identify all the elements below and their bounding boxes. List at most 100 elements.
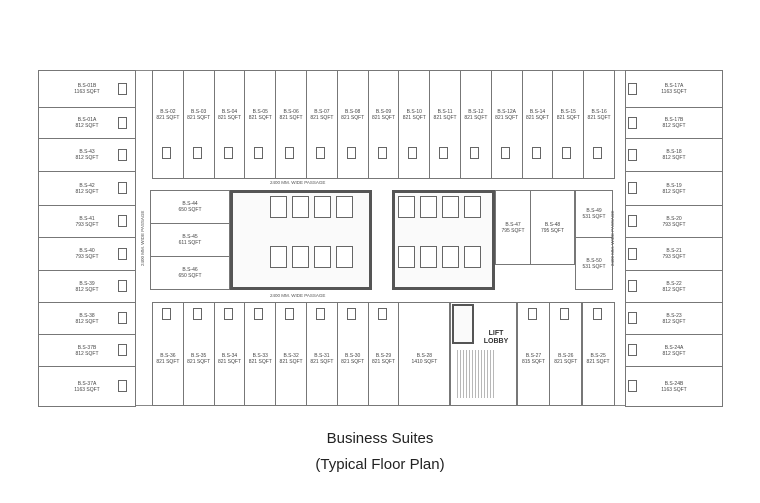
unit-id: B.S-06 [283,109,299,115]
unit-area: 1163 SQFT [74,386,100,393]
staircase [455,350,495,398]
unit-area: 821 SQFT [217,359,242,365]
unit-id: B.S-04 [221,109,238,115]
unit-id: B.S-12A [497,109,516,115]
unit-id: B.S-01A [77,117,97,123]
toilet-icon [628,280,637,292]
unit-area: 812 SQFT [662,350,686,357]
toilet-icon [470,147,479,159]
unit-area: 531 SQFT [582,214,606,220]
unit-area: 812 SQFT [75,350,99,357]
unit-area: 821 SQFT [495,115,519,121]
unit-area: 821 SQFT [279,359,303,365]
unit-area: 812 SQFT [662,188,686,195]
unit-id: B.S-38 [79,312,95,319]
unit-area: 793 SQFT [75,221,99,228]
unit-id: B.S-21 [666,248,682,254]
lift-car-icon [464,196,481,218]
toilet-icon [192,308,202,320]
unit-id: B.S-44 [182,201,198,207]
toilet-icon [192,147,202,159]
unit-id: B.S-48 [544,221,561,228]
unit-id: B.S-10 [406,109,422,115]
toilet-icon [500,147,510,159]
unit-area: 1410 SQFT [411,359,438,365]
unit-id: B.S-07 [314,109,330,115]
unit-area: 821 SQFT [217,115,242,121]
unit-area: 821 SQFT [554,359,578,365]
unit-area: 611 SQFT [178,240,202,246]
passage-label-top: 2400 MM. WIDE PASSAGE [270,180,326,185]
unit-area: 821 SQFT [371,359,396,365]
toilet-icon [628,148,637,161]
toilet-icon [162,147,171,159]
unit-area: 821 SQFT [525,115,550,121]
unit-area: 821 SQFT [248,359,272,365]
unit-area: 821 SQFT [371,115,396,121]
unit-id: B.S-17A [664,83,684,89]
unit-id: B.S-16 [591,109,607,115]
toilet-icon [593,147,603,159]
unit-area: 812 SQFT [75,286,99,293]
unit-id: B.S-49 [586,208,602,214]
toilet-icon [118,116,127,129]
lift-car-icon [442,246,459,268]
unit-id: B.S-12 [468,109,484,115]
unit-id: B.S-33 [252,353,268,359]
unit-id: B.S-24B [664,380,684,387]
toilet-icon [162,308,171,320]
unit-id: B.S-50 [586,257,602,264]
unit-id: B.S-09 [375,109,392,115]
lift-car-icon [270,246,287,268]
unit-area: 821 SQFT [279,115,303,121]
lift-car-icon [398,246,415,268]
unit-id: B.S-26 [558,353,574,359]
unit-id: B.S-37B [77,344,97,351]
lift-car-icon [314,246,331,268]
unit-id: B.S-20 [666,215,682,222]
unit-id: B.S-08 [345,109,361,115]
unit-area: 795 SQFT [501,227,525,234]
toilet-icon [346,147,356,159]
unit-id: B.S-11 [437,109,453,115]
unit-area: 812 SQFT [662,123,686,129]
unit-area: 793 SQFT [662,254,686,260]
unit-id: B.S-32 [283,353,299,359]
unit-area: 821 SQFT [341,359,365,365]
toilet-icon [285,308,295,320]
unit-id: B.S-31 [314,353,330,359]
unit-id: B.S-27 [525,353,542,359]
unit-area: 793 SQFT [662,221,686,228]
unit-area: 821 SQFT [187,359,211,365]
unit-id: B.S-36 [160,353,176,359]
passage-label-bottom: 2400 MM. WIDE PASSAGE [270,293,326,298]
unit-area: 821 SQFT [556,115,580,121]
toilet-icon [118,215,127,227]
unit-id: B.S-40 [79,248,95,254]
unit-id: B.S-03 [191,109,207,115]
unit-area: 812 SQFT [75,188,99,195]
toilet-icon [118,380,127,392]
unit-area: 821 SQFT [248,115,272,121]
unit-id: B.S-45 [182,234,198,240]
toilet-icon [254,308,264,320]
